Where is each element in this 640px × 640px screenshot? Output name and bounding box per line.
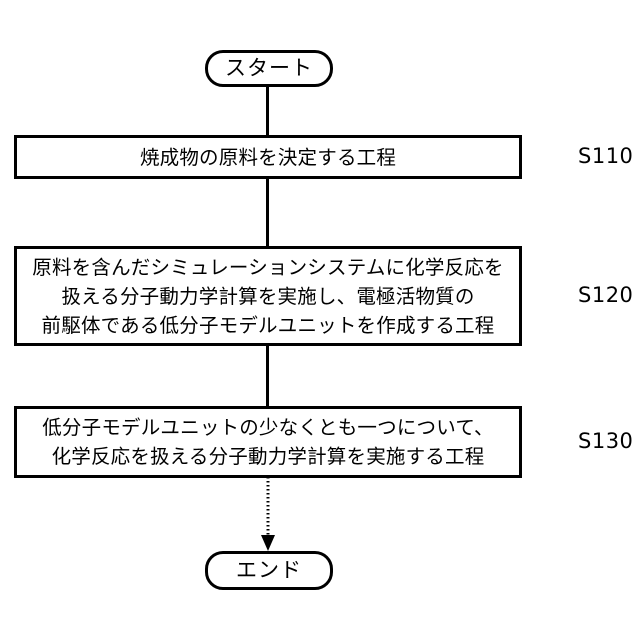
node-end-label: エンド — [236, 558, 302, 582]
connector-start-to-s110 — [266, 86, 269, 136]
connector-s130-to-end-dotted-arrow — [260, 477, 276, 553]
step-label-s120: S120 — [578, 283, 634, 307]
node-s110-label: 焼成物の原料を決定する工程 — [139, 145, 397, 169]
step-label-s110: S110 — [578, 144, 634, 168]
node-s130-label: 低分子モデルユニットの少なくとも一つについて、 化学反応を扱える分子動力学計算を… — [42, 416, 494, 468]
flowchart-node-s110: 焼成物の原料を決定する工程 — [14, 135, 522, 179]
flowchart-node-start: スタート — [205, 50, 333, 87]
dotted-arrow-icon — [261, 477, 275, 551]
step-label-s130: S130 — [578, 429, 634, 453]
flowchart-node-end: エンド — [205, 551, 333, 590]
node-s120-label: 原料を含んだシミュレーションシステムに化学反応を 扱える分子動力学計算を実施し、… — [32, 255, 504, 337]
flowchart-node-s130: 低分子モデルユニットの少なくとも一つについて、 化学反応を扱える分子動力学計算を… — [14, 406, 522, 478]
connector-s120-to-s130 — [266, 345, 269, 407]
node-start-label: スタート — [225, 56, 313, 80]
flowchart-node-s120: 原料を含んだシミュレーションシステムに化学反応を 扱える分子動力学計算を実施し、… — [14, 246, 522, 346]
connector-s110-to-s120 — [266, 178, 269, 247]
